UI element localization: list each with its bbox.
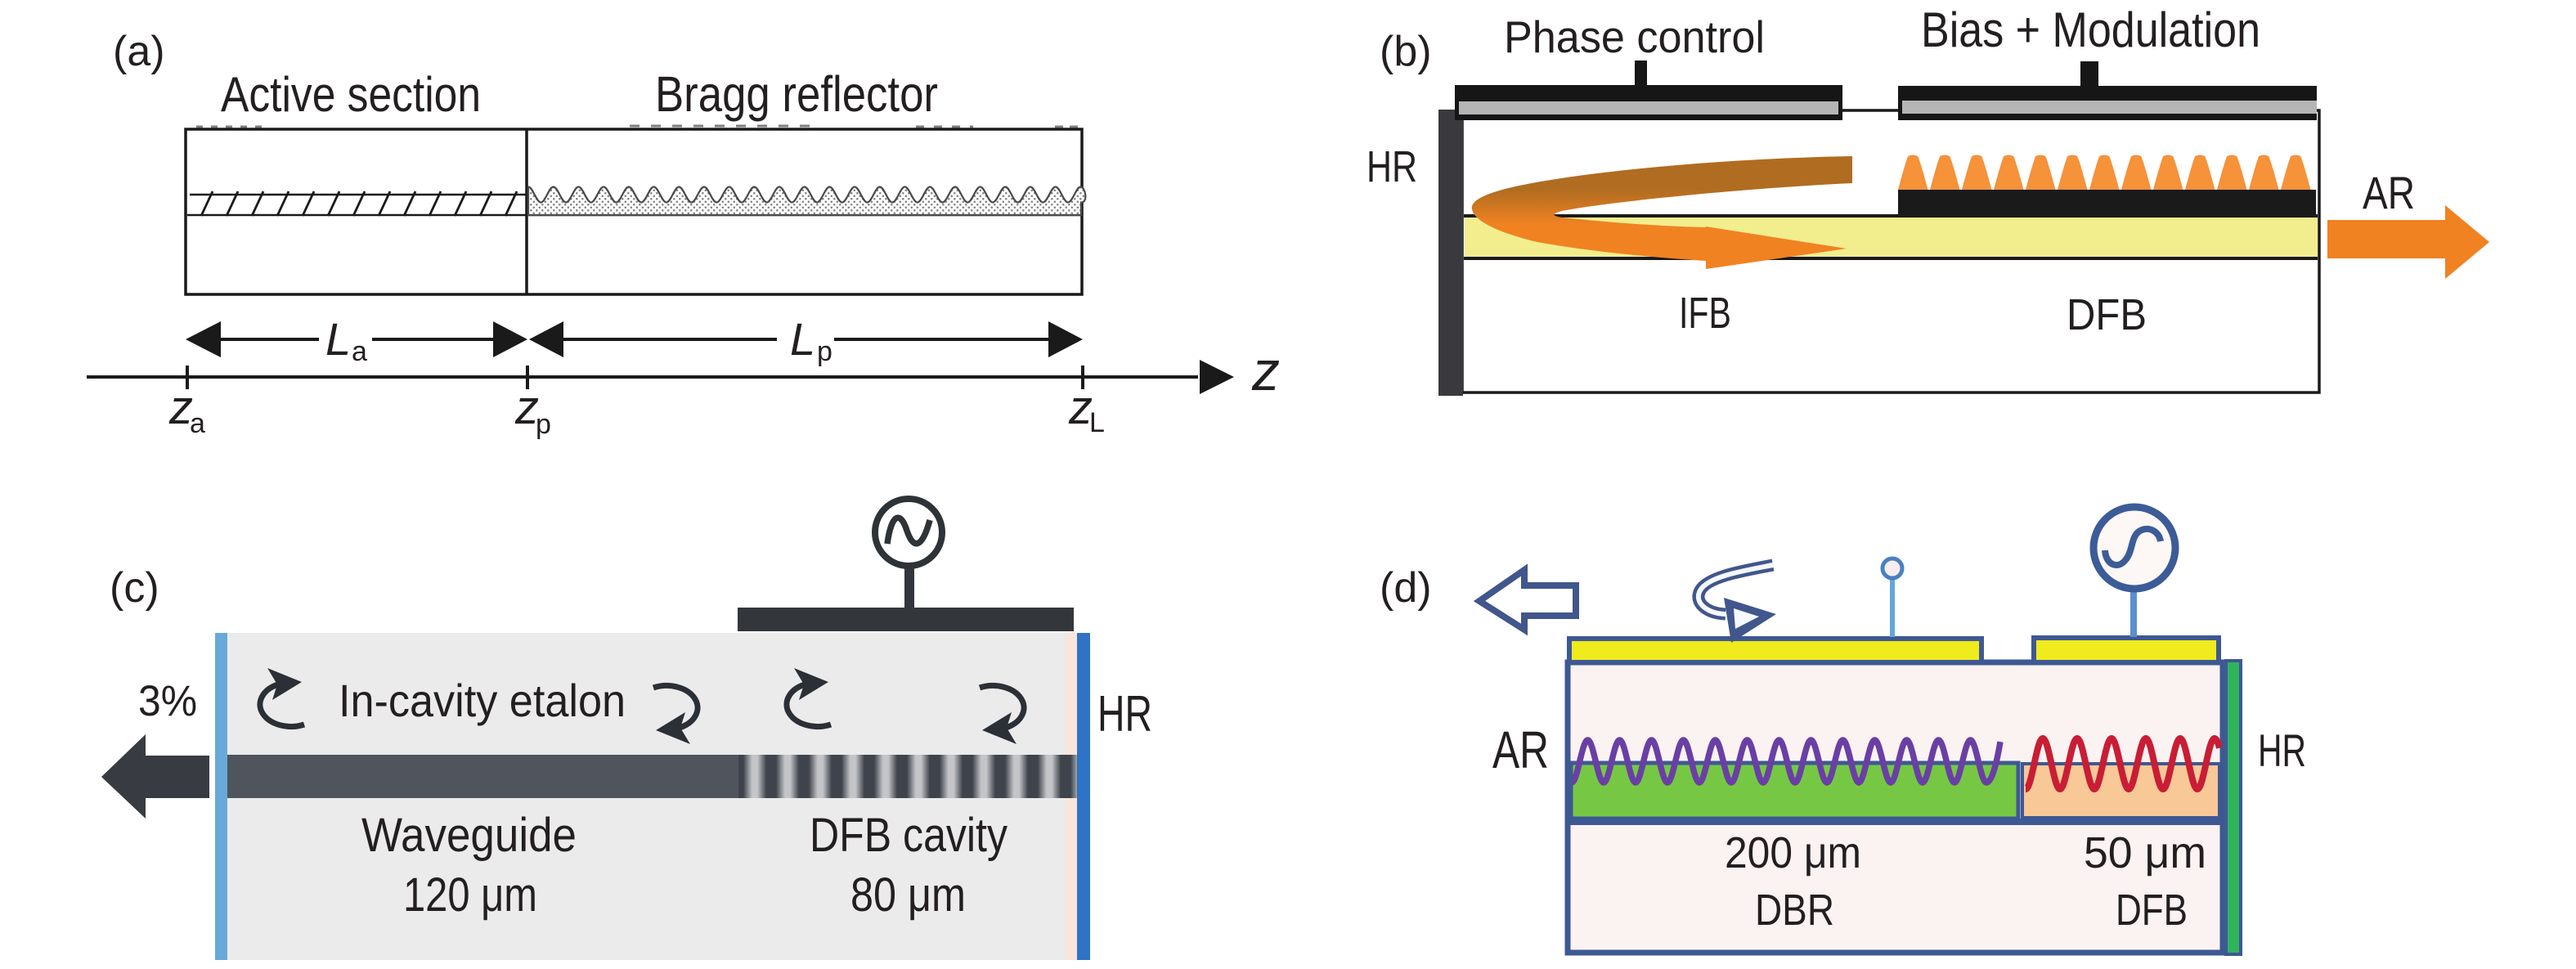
svg-text:p: p	[536, 409, 551, 440]
svg-text:L: L	[1089, 407, 1105, 438]
svg-text:Phase control: Phase control	[1504, 11, 1765, 62]
svg-text:In-cavity etalon: In-cavity etalon	[339, 675, 626, 726]
svg-text:HR: HR	[1097, 686, 1152, 742]
svg-text:Bragg reflector: Bragg reflector	[655, 66, 938, 122]
svg-text:(b): (b)	[1380, 28, 1432, 75]
svg-text:Active section: Active section	[221, 67, 481, 122]
svg-text:HR: HR	[2258, 725, 2306, 776]
svg-text:p: p	[817, 336, 832, 367]
svg-text:DBR: DBR	[1755, 886, 1834, 935]
svg-text:IFB: IFB	[1679, 289, 1731, 338]
svg-text:200 μm: 200 μm	[1725, 828, 1861, 877]
svg-text:Bias + Modulation: Bias + Modulation	[1921, 2, 2260, 57]
svg-text:z: z	[514, 381, 539, 434]
svg-text:HR: HR	[1367, 142, 1417, 191]
svg-text:L: L	[325, 313, 351, 365]
svg-text:Waveguide: Waveguide	[361, 809, 577, 862]
svg-text:(c): (c)	[110, 564, 159, 612]
svg-text:z: z	[1251, 340, 1280, 402]
svg-text:DFB: DFB	[2067, 290, 2147, 339]
svg-text:AR: AR	[1492, 720, 1549, 779]
svg-text:DFB: DFB	[2116, 886, 2188, 935]
svg-text:DFB cavity: DFB cavity	[810, 809, 1008, 862]
svg-text:AR: AR	[2363, 167, 2415, 218]
svg-text:50 μm: 50 μm	[2084, 828, 2206, 877]
svg-text:z: z	[168, 381, 193, 434]
svg-text:z: z	[1068, 381, 1093, 434]
svg-text:a: a	[190, 408, 205, 439]
svg-text:a: a	[352, 336, 367, 367]
svg-text:(d): (d)	[1380, 564, 1432, 612]
svg-text:L: L	[790, 313, 815, 365]
svg-text:120 μm: 120 μm	[403, 868, 537, 922]
svg-text:3%: 3%	[138, 677, 197, 725]
svg-text:(a): (a)	[113, 28, 165, 75]
svg-text:80 μm: 80 μm	[850, 868, 966, 922]
